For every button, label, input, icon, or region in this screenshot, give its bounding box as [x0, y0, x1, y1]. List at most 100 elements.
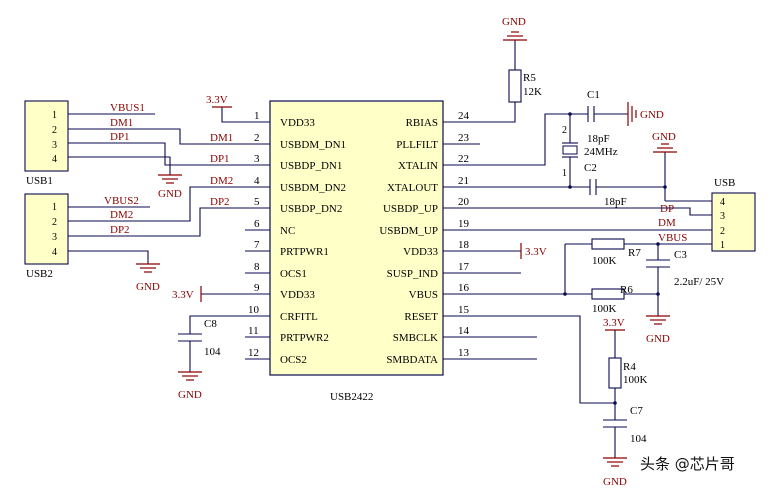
- net-label-dm1: DM1: [210, 132, 233, 144]
- pin-num: 16: [458, 282, 470, 294]
- pin-num: 12: [248, 347, 259, 359]
- gnd-label: GND: [136, 281, 160, 293]
- pin-num: 20: [458, 196, 470, 208]
- pin-num: 7: [254, 239, 260, 251]
- net-label-vbus1: VBUS1: [110, 102, 145, 114]
- net-label-dp1: DP1: [110, 131, 130, 143]
- net-label-vbus: VBUS: [658, 232, 687, 244]
- r4-ref: R4: [623, 361, 636, 373]
- gnd-label: GND: [646, 333, 670, 345]
- r5-ref: R5: [523, 72, 536, 84]
- c8-value: 104: [204, 346, 221, 358]
- c2-value: 18pF: [604, 196, 627, 208]
- crystal-y1: [562, 145, 578, 155]
- chip-left-pin-stubs: [245, 121, 270, 360]
- usb2-connector: [24, 193, 69, 265]
- net-label-dm: DM: [658, 217, 676, 229]
- r7-resistor: [591, 238, 625, 250]
- pin-name: XTALOUT: [387, 182, 438, 194]
- gnd-symbol: [627, 102, 637, 126]
- net-label-dp1: DP1: [210, 153, 230, 165]
- pin-num: 4: [254, 175, 260, 187]
- c2-ref: C2: [584, 162, 597, 174]
- usb-label: USB: [714, 177, 735, 189]
- pin-num: 1: [52, 202, 57, 213]
- gnd-label: GND: [640, 109, 664, 121]
- pin-num: 21: [458, 175, 469, 187]
- c8-ref: C8: [204, 318, 217, 330]
- pin-name: RBIAS: [406, 117, 438, 129]
- xtalin-wire: [480, 113, 588, 166]
- pin-name: USBDM_DN2: [280, 182, 346, 194]
- pin-num: 4: [52, 154, 57, 165]
- supply-label: 3.3V: [172, 289, 194, 301]
- chip-body: [269, 100, 444, 376]
- pin-num: 10: [248, 304, 260, 316]
- pin-num: 14: [458, 325, 470, 337]
- net-label-dp2: DP2: [110, 224, 130, 236]
- r6-value: 100K: [592, 303, 617, 315]
- r7-ref: R7: [628, 247, 641, 259]
- c1-ref: C1: [587, 89, 600, 101]
- gnd-symbol: [653, 143, 677, 153]
- r6-ref: R6: [620, 284, 633, 296]
- pin-num: 2: [254, 132, 260, 144]
- pin-name: SUSP_IND: [387, 268, 438, 280]
- crystal-pin: 2: [562, 125, 567, 136]
- r4-resistor: [608, 357, 622, 389]
- pin-name: USBDP_UP: [383, 203, 438, 215]
- pin-num: 2: [720, 226, 725, 237]
- net-label-dp2: DP2: [210, 196, 230, 208]
- crystal-pin: 1: [562, 168, 567, 179]
- c3-value: 2.2uF/ 25V: [674, 276, 724, 288]
- pin-num: 3: [720, 211, 725, 222]
- c1-value: 18pF: [587, 133, 610, 145]
- pin-num: 23: [458, 132, 470, 144]
- supply-label: 3.3V: [525, 246, 547, 258]
- gnd-label: GND: [603, 476, 627, 488]
- pin-num: 18: [458, 239, 470, 251]
- pin-num: 1: [254, 110, 260, 122]
- pin-name: SMBDATA: [386, 354, 438, 366]
- pin-num: 3: [52, 140, 57, 151]
- pin-num: 1: [52, 110, 57, 121]
- pin-num: 13: [458, 347, 470, 359]
- watermark-text: 头条 @芯片哥: [640, 455, 735, 473]
- pin-name: OCS1: [280, 268, 307, 280]
- gnd-symbol: [503, 31, 527, 41]
- reset-wire: [480, 315, 615, 404]
- pin-name: OCS2: [280, 354, 307, 366]
- pin-name: VBUS: [409, 289, 438, 301]
- pin-name: USBDP_DN1: [280, 160, 342, 172]
- gnd-symbol: [646, 315, 670, 325]
- gnd-label: GND: [158, 188, 182, 200]
- pin-name: USBDM_DN1: [280, 139, 346, 151]
- gnd-symbol: [158, 174, 182, 184]
- c7-ref: C7: [630, 405, 643, 417]
- usb1-wires: [68, 113, 245, 175]
- pin-num: 6: [254, 218, 260, 230]
- pin-name: USBDM_UP: [379, 225, 438, 237]
- rbias-wire: [480, 102, 516, 123]
- usb2-label: USB2: [26, 268, 53, 280]
- pin-name: XTALIN: [398, 160, 438, 172]
- pin-num: 2: [52, 217, 57, 228]
- c8-wire: [189, 315, 245, 334]
- pin-name: USBDP_DN2: [280, 203, 342, 215]
- usb1-connector: [24, 100, 69, 172]
- pin-num: 24: [458, 110, 470, 122]
- pin-name: CRFITL: [280, 311, 318, 323]
- usb-upstream-connector: [711, 192, 756, 252]
- net-label-vbus2: VBUS2: [104, 195, 139, 207]
- pin-num: 3: [52, 232, 57, 243]
- pin-name: PRTPWR2: [280, 332, 329, 344]
- gnd-label: GND: [178, 389, 202, 401]
- usb1-label: USB1: [26, 175, 53, 187]
- pin-num: 4: [720, 197, 725, 208]
- pin-name: SMBCLK: [393, 332, 438, 344]
- pin-num: 4: [52, 247, 57, 258]
- pin-name: PRTPWR1: [280, 246, 329, 258]
- pin-name: VDD33: [280, 117, 315, 129]
- pin-num: 19: [458, 218, 470, 230]
